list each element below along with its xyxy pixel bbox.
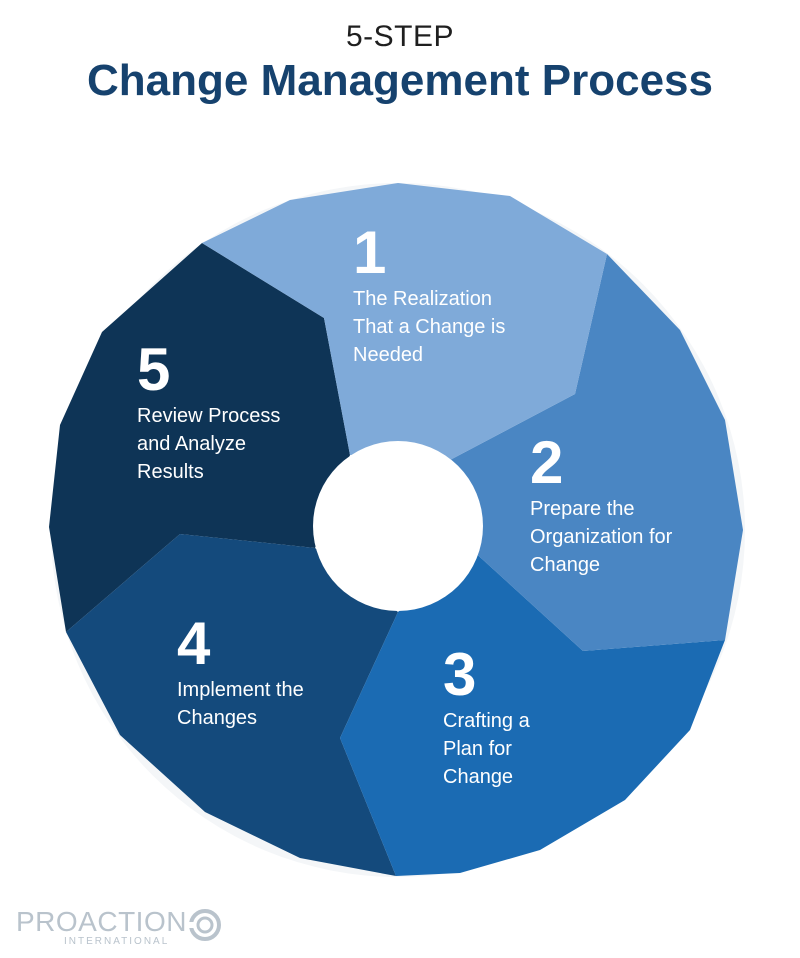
step-3-number: 3	[443, 641, 477, 708]
step-4: 4 Implement the Changes	[177, 614, 327, 732]
center-circle	[313, 441, 483, 611]
logo-subtext: INTERNATIONAL	[64, 936, 170, 947]
segment-3	[340, 548, 725, 876]
step-5-label: Review Process and Analyze Results	[137, 405, 281, 483]
step-4-number: 4	[177, 610, 211, 677]
step-1-label: The Realization That a Change is Needed	[353, 288, 506, 366]
diagram-subtitle: 5-STEP	[345, 20, 455, 53]
segment-4	[66, 534, 398, 876]
step-4-label: Implement the Changes	[177, 679, 304, 729]
step-1-number: 1	[353, 219, 387, 286]
step-5-number: 5	[137, 336, 171, 403]
logo-circle-icon	[188, 909, 221, 941]
segment-2	[450, 254, 743, 651]
step-2: 2 Prepare the Organization for Change	[530, 433, 680, 579]
step-2-number: 2	[530, 429, 564, 496]
proaction-logo: PROACTION INTERNATIONAL	[16, 906, 221, 950]
logo-wordmark: PROACTION	[16, 906, 187, 937]
step-1: 1 The Realization That a Change is Neede…	[353, 223, 523, 369]
step-2-label: Prepare the Organization for Change	[530, 498, 673, 576]
segment-1	[202, 183, 607, 460]
diagram-title: Change Management Process	[87, 56, 713, 105]
segment-5	[49, 243, 350, 632]
step-5: 5 Review Process and Analyze Results	[137, 340, 312, 486]
step-3-label: Crafting a Plan for Change	[443, 710, 530, 788]
step-3: 3 Crafting a Plan for Change	[443, 645, 573, 791]
